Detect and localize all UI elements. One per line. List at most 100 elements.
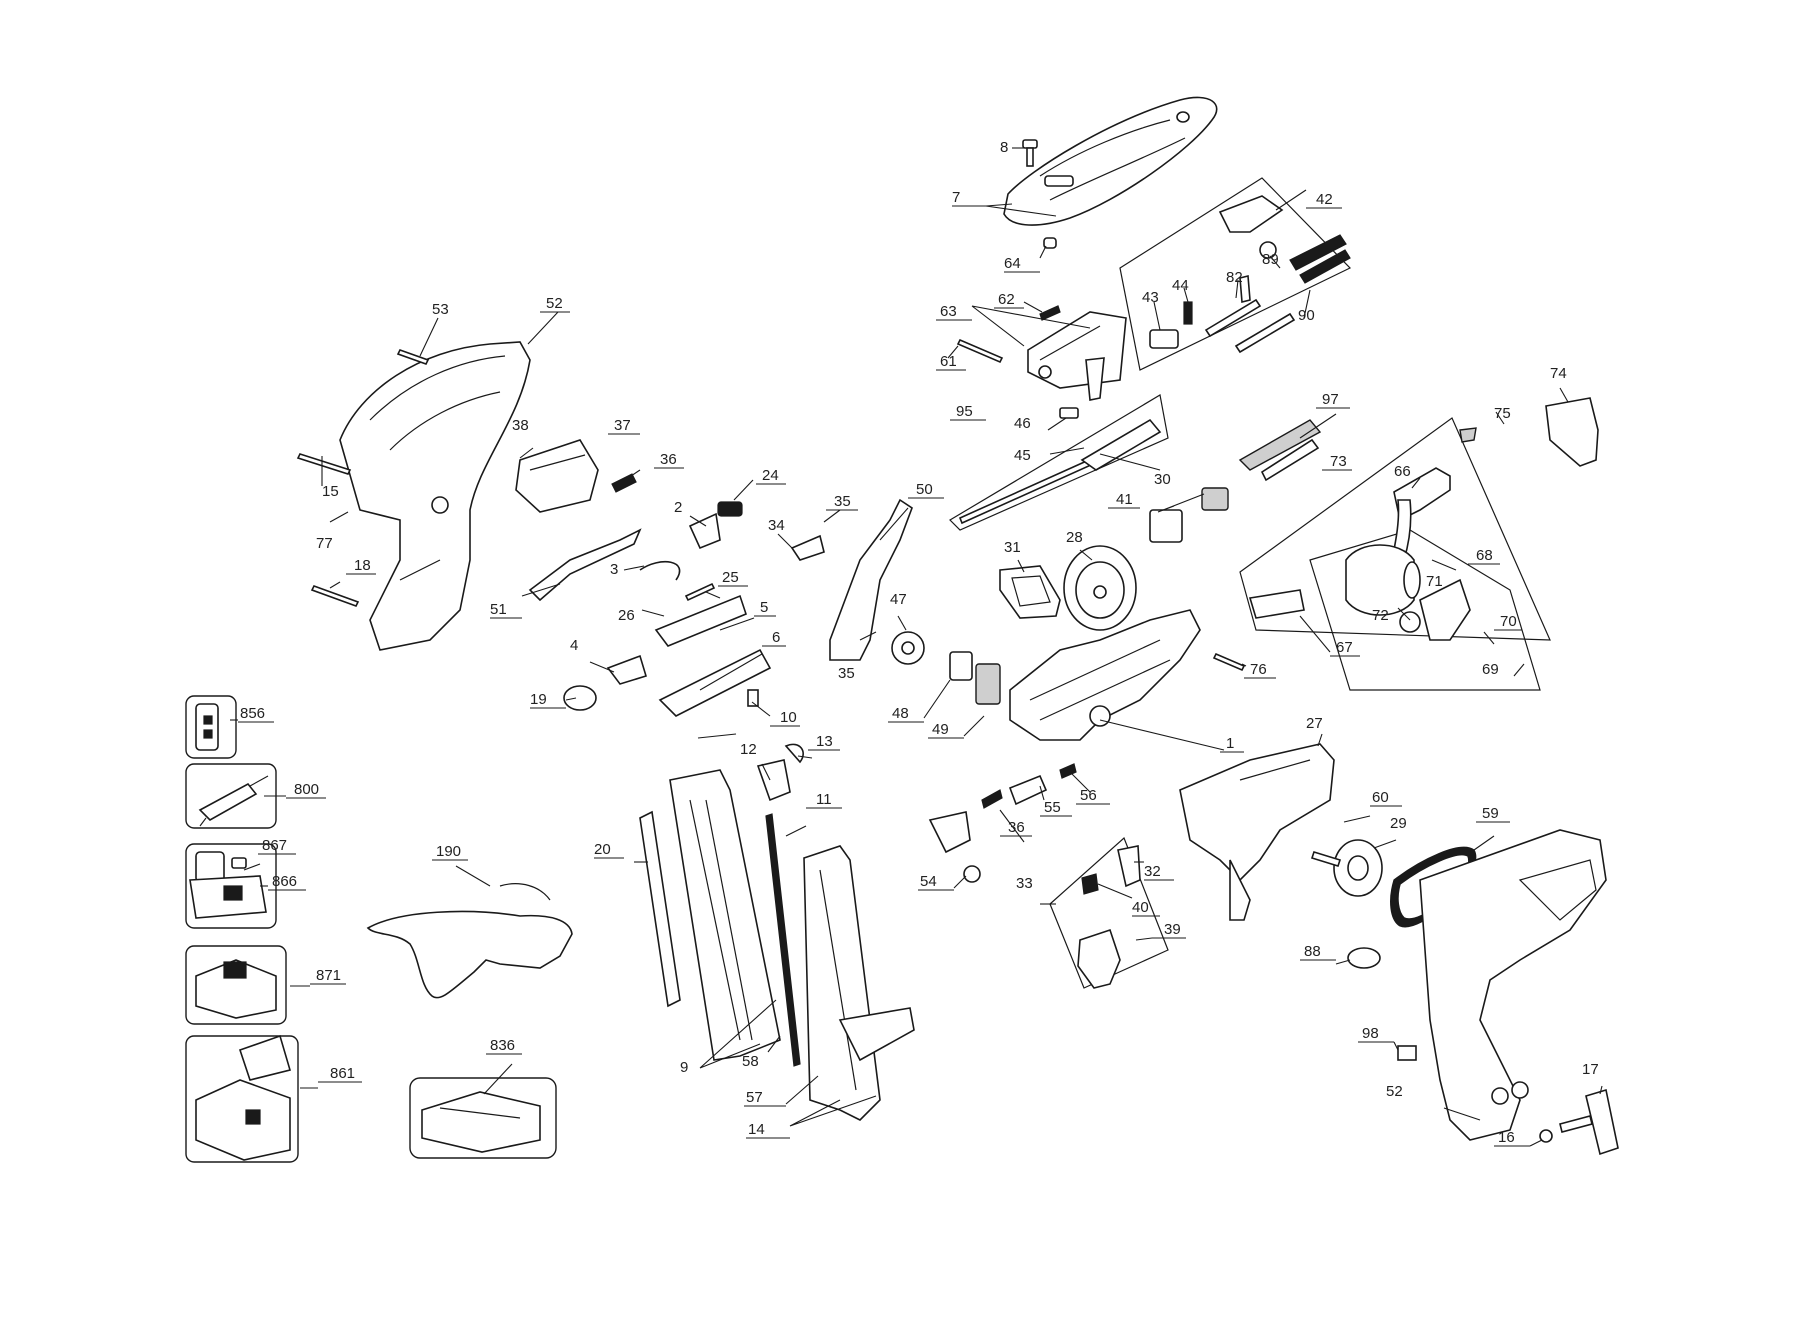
screws-left-part <box>296 349 430 607</box>
label-31: 31 <box>1004 539 1021 556</box>
label-24: 24 <box>762 467 779 484</box>
label-6: 6 <box>772 629 780 646</box>
label-33: 33 <box>1016 875 1033 892</box>
label-836: 836 <box>490 1037 515 1054</box>
parts-54-56 <box>928 763 1077 883</box>
label-15: 15 <box>322 483 339 500</box>
label-74: 74 <box>1550 365 1567 382</box>
label-10: 10 <box>780 709 797 726</box>
case-861-part <box>195 1034 292 1161</box>
label-69: 69 <box>1482 661 1499 678</box>
label-41: 41 <box>1116 491 1133 508</box>
rod-11-part <box>765 813 801 1067</box>
label-14: 14 <box>748 1121 765 1138</box>
label-54: 54 <box>920 873 937 890</box>
clip-12-13-part <box>756 743 804 802</box>
label-27: 27 <box>1306 715 1323 732</box>
label-4: 4 <box>570 637 578 654</box>
label-75: 75 <box>1494 405 1511 422</box>
label-70: 70 <box>1500 613 1517 630</box>
label-12: 12 <box>740 741 757 758</box>
label-18: 18 <box>354 557 371 574</box>
label-60: 60 <box>1372 789 1389 806</box>
label-25: 25 <box>722 569 739 586</box>
label-90: 90 <box>1298 307 1315 324</box>
label-36a: 36 <box>660 451 677 468</box>
label-88: 88 <box>1304 943 1321 960</box>
left-housing-part <box>339 341 531 651</box>
label-871: 871 <box>316 967 341 984</box>
label-37: 37 <box>614 417 631 434</box>
label-20: 20 <box>594 841 611 858</box>
label-71: 71 <box>1426 573 1443 590</box>
label-1: 1 <box>1226 735 1234 752</box>
strip-20-part <box>639 810 681 1008</box>
label-64: 64 <box>1004 255 1021 272</box>
label-40: 40 <box>1132 899 1149 916</box>
label-866: 866 <box>272 873 297 890</box>
label-48: 48 <box>892 705 909 722</box>
label-16: 16 <box>1498 1129 1515 1146</box>
blocks-48-49-part <box>949 651 1001 705</box>
label-66: 66 <box>1394 463 1411 480</box>
leader-lines <box>230 147 1603 1147</box>
frame-31-part <box>999 565 1061 619</box>
label-97: 97 <box>1322 391 1339 408</box>
label-867: 867 <box>262 837 287 854</box>
label-67: 67 <box>1336 639 1353 656</box>
label-52b: 52 <box>1386 1083 1403 1100</box>
label-17: 17 <box>1582 1061 1599 1078</box>
screw-64-part <box>1043 237 1057 249</box>
spring-36a-part <box>611 473 637 493</box>
trigger-parts <box>563 501 825 717</box>
label-77: 77 <box>316 535 333 552</box>
label-26: 26 <box>618 607 635 624</box>
hook-17-part <box>1559 1088 1619 1156</box>
label-53: 53 <box>432 301 449 318</box>
label-38: 38 <box>512 417 529 434</box>
label-62: 62 <box>998 291 1015 308</box>
charger-871-part <box>195 959 277 1019</box>
label-52a: 52 <box>546 295 563 312</box>
group-95-frame <box>949 394 1169 531</box>
right-housing-part <box>1419 829 1607 1141</box>
label-57: 57 <box>746 1089 763 1106</box>
label-28: 28 <box>1066 529 1083 546</box>
gear-47-part <box>891 631 925 665</box>
label-2: 2 <box>674 499 682 516</box>
clip-97-part <box>1238 419 1322 482</box>
main-frame-part <box>1009 609 1201 741</box>
label-29: 29 <box>1390 815 1407 832</box>
label-13: 13 <box>816 733 833 750</box>
label-76: 76 <box>1250 661 1267 678</box>
motor-parts <box>1248 427 1477 641</box>
plunger-33-part <box>1077 845 1141 989</box>
label-800: 800 <box>294 781 319 798</box>
link-51-part <box>528 528 642 602</box>
label-36b: 36 <box>1008 819 1025 836</box>
label-35a: 35 <box>834 493 851 510</box>
screw-76-part <box>1212 652 1246 672</box>
label-856: 856 <box>240 705 265 722</box>
label-30: 30 <box>1154 471 1171 488</box>
label-9: 9 <box>680 1059 688 1076</box>
label-44: 44 <box>1172 277 1189 294</box>
group-33-frame <box>1049 836 1169 989</box>
label-51: 51 <box>490 601 507 618</box>
safety-glasses-part <box>366 883 573 999</box>
label-56: 56 <box>1080 787 1097 804</box>
label-190: 190 <box>436 843 461 860</box>
label-95: 95 <box>956 403 973 420</box>
label-7: 7 <box>952 189 960 206</box>
label-45: 45 <box>1014 447 1031 464</box>
switch-37-part <box>515 439 599 513</box>
label-32: 32 <box>1144 863 1161 880</box>
label-55: 55 <box>1044 799 1061 816</box>
drive-27-part <box>1179 743 1335 921</box>
label-82: 82 <box>1226 269 1243 286</box>
label-61: 61 <box>940 353 957 370</box>
screw-8-part <box>1022 139 1038 167</box>
label-35b: 35 <box>838 665 855 682</box>
latch-74-part <box>1545 397 1599 467</box>
